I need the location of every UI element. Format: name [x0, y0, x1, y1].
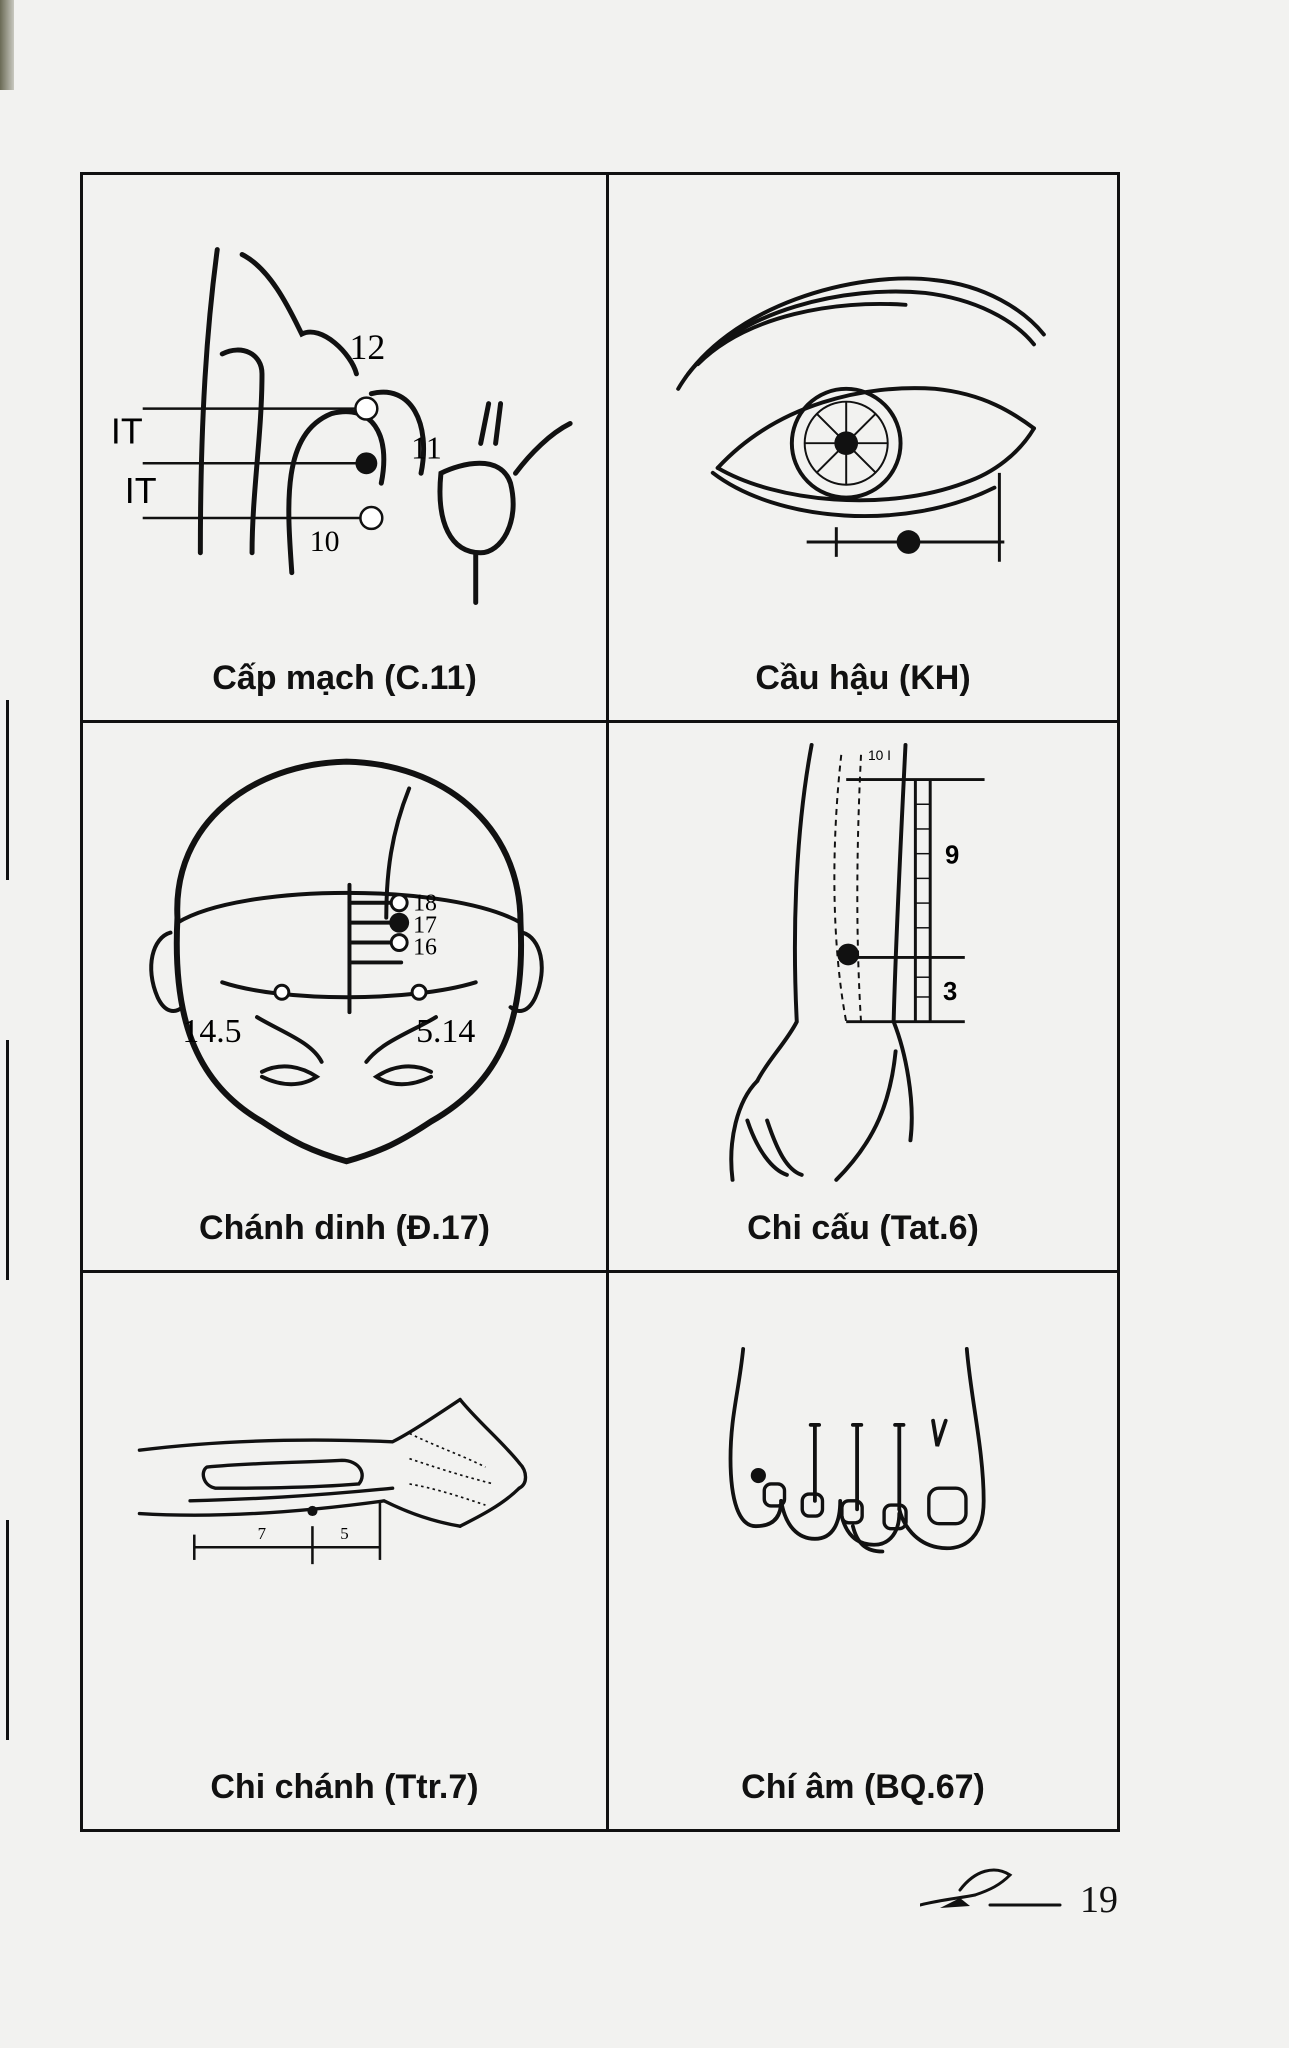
foot-diagram-illustration: [728, 1347, 986, 1554]
point-label: 16: [413, 934, 437, 960]
page-edge-shadow: [0, 0, 14, 90]
cell-chanh-dinh: 18 17 16 14.5 5.14 Chánh dinh (Đ.17): [83, 723, 609, 1273]
acupoint-marker: [307, 1505, 318, 1517]
point-label: 17: [413, 913, 437, 939]
acupoint-marker: [896, 530, 921, 554]
ruler-label: 3: [943, 978, 957, 1006]
book-ornament-icon: [920, 1868, 1062, 1908]
ruler-label: 9: [945, 842, 959, 870]
binding-line: [6, 1520, 9, 1740]
head-diagram-illustration: 18 17 16 14.5 5.14: [149, 758, 544, 1165]
cell-cau-hau: Cầu hậu (KH): [609, 175, 1117, 723]
eye-diagram-illustration: [676, 276, 1046, 562]
point-label: 5.14: [416, 1013, 475, 1050]
point-label: 10 I: [868, 747, 891, 763]
segment-label: 5: [340, 1524, 348, 1543]
page-number: 19: [1080, 1879, 1118, 1921]
caption-chanh-dinh: Chánh dinh (Đ.17): [199, 1209, 490, 1247]
binding-line: [6, 1040, 9, 1280]
caption-chi-am: Chí âm (BQ.67): [741, 1768, 985, 1806]
segment-label: IT: [125, 471, 157, 511]
segment-label: 7: [258, 1524, 266, 1543]
point-label: 18: [413, 891, 437, 917]
cell-chi-chanh: 7 5 Chi chánh (Ttr.7): [83, 1273, 609, 1829]
caption-chi-chanh: Chi chánh (Ttr.7): [210, 1768, 479, 1806]
acupoint-marker: [355, 452, 378, 475]
cell-chi-cau: 9 3 10 I Chi cấu (Tat.6): [609, 723, 1117, 1273]
arm-diagram-illustration: 7 5: [137, 1397, 528, 1565]
point-label: 11: [411, 430, 442, 465]
acupoint-grid: 12 11 IT IT 10 Cấp mạch (C.11): [80, 172, 1120, 1832]
point-label: 14.5: [182, 1013, 241, 1050]
acupoint-marker: [389, 912, 410, 933]
acupoint-marker: [750, 1467, 766, 1484]
segment-label: IT: [111, 411, 143, 451]
caption-cau-hau: Cầu hậu (KH): [755, 659, 971, 697]
cell-chi-am: Chí âm (BQ.67): [609, 1273, 1117, 1829]
point-label: 12: [349, 327, 385, 367]
caption-chi-cau: Chi cấu (Tat.6): [747, 1209, 979, 1247]
forearm-diagram-illustration: 9 3 10 I: [729, 742, 985, 1182]
neck-diagram-illustration: 12 11 IT IT 10: [111, 247, 573, 605]
caption-cap-mach: Cấp mạch (C.11): [212, 659, 477, 697]
binding-line: [6, 700, 9, 880]
cell-cap-mach: 12 11 IT IT 10 Cấp mạch (C.11): [83, 175, 609, 723]
point-label: 10: [310, 525, 340, 558]
acupoint-marker: [837, 943, 860, 966]
